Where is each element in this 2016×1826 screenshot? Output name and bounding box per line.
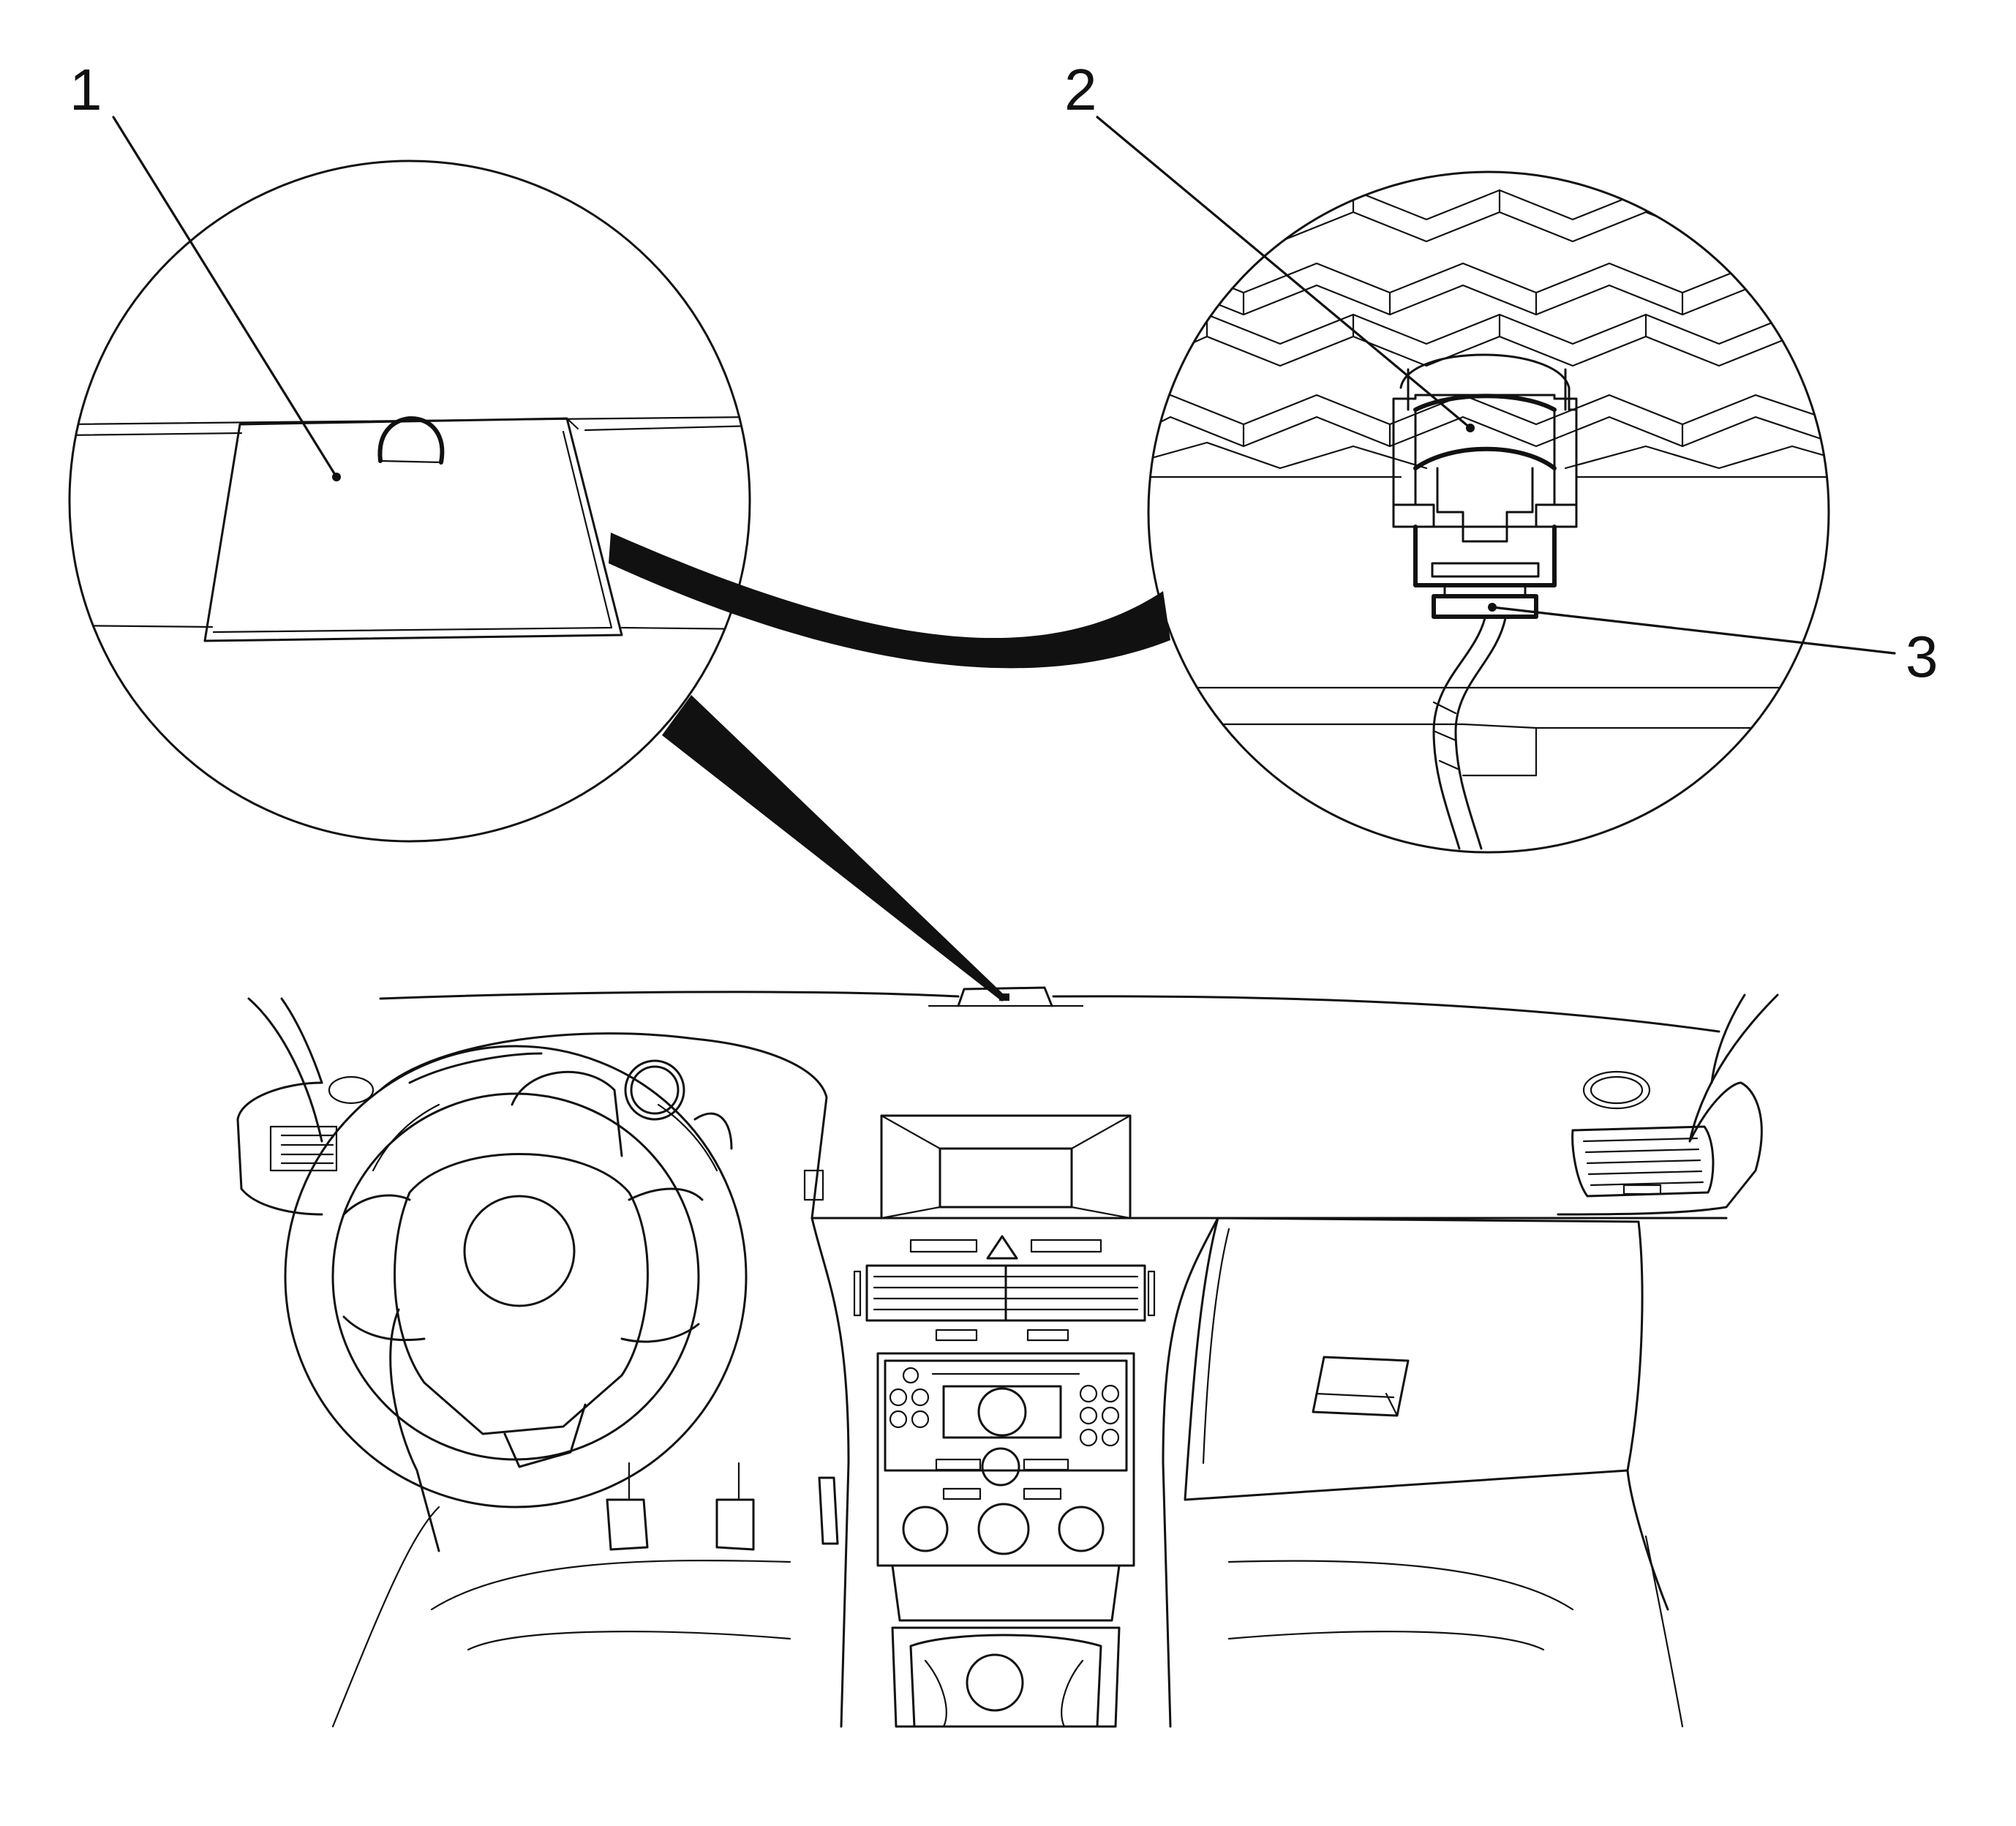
steering-wheel-hub bbox=[394, 1153, 649, 1435]
centre-display-hood bbox=[880, 1114, 1132, 1220]
right-detail-circle bbox=[1096, 116, 1896, 854]
light-sensor-body bbox=[1392, 394, 1578, 528]
sensor-location-marker bbox=[957, 986, 1053, 1007]
radio-unit bbox=[876, 1352, 1135, 1567]
climate-knob-left bbox=[902, 1506, 949, 1552]
radio-volume-knob bbox=[977, 1387, 1027, 1437]
air-vent-right bbox=[1571, 1125, 1715, 1198]
callout-1: 1 bbox=[69, 57, 102, 122]
instrument-cluster bbox=[379, 1032, 828, 1220]
hazard-button bbox=[986, 1235, 1018, 1260]
retaining-clip bbox=[1432, 594, 1538, 619]
climate-knob-right bbox=[1058, 1506, 1105, 1552]
dashboard-overview bbox=[236, 986, 1779, 1728]
glovebox bbox=[1184, 1217, 1644, 1501]
gear-lever-boot bbox=[909, 1634, 1102, 1728]
steering-wheel-rim bbox=[284, 1045, 748, 1508]
pedal-accelerator bbox=[818, 1476, 839, 1545]
gear-knob bbox=[966, 1653, 1024, 1712]
sensor-cover-plate bbox=[203, 417, 623, 642]
magnifier-connector-to-sensor bbox=[609, 533, 1170, 669]
sensor-cable bbox=[1432, 617, 1486, 850]
left-detail-circle bbox=[68, 116, 751, 843]
sensor-connector bbox=[1413, 525, 1557, 587]
callout-3: 3 bbox=[1906, 624, 1938, 689]
sensor-dome bbox=[377, 416, 445, 465]
centre-air-vents bbox=[865, 1264, 1146, 1322]
pedal-brake bbox=[715, 1498, 755, 1551]
glovebox-handle bbox=[1312, 1356, 1410, 1417]
sensor-housing bbox=[1399, 353, 1578, 411]
climate-knob-centre bbox=[977, 1503, 1030, 1555]
pedal-clutch bbox=[606, 1498, 649, 1551]
callout-2: 2 bbox=[1064, 57, 1097, 122]
speaker-grille-right bbox=[1582, 1070, 1651, 1110]
magnifier-connector-to-dash bbox=[662, 695, 1007, 1002]
centre-display-screen bbox=[939, 1147, 1073, 1209]
